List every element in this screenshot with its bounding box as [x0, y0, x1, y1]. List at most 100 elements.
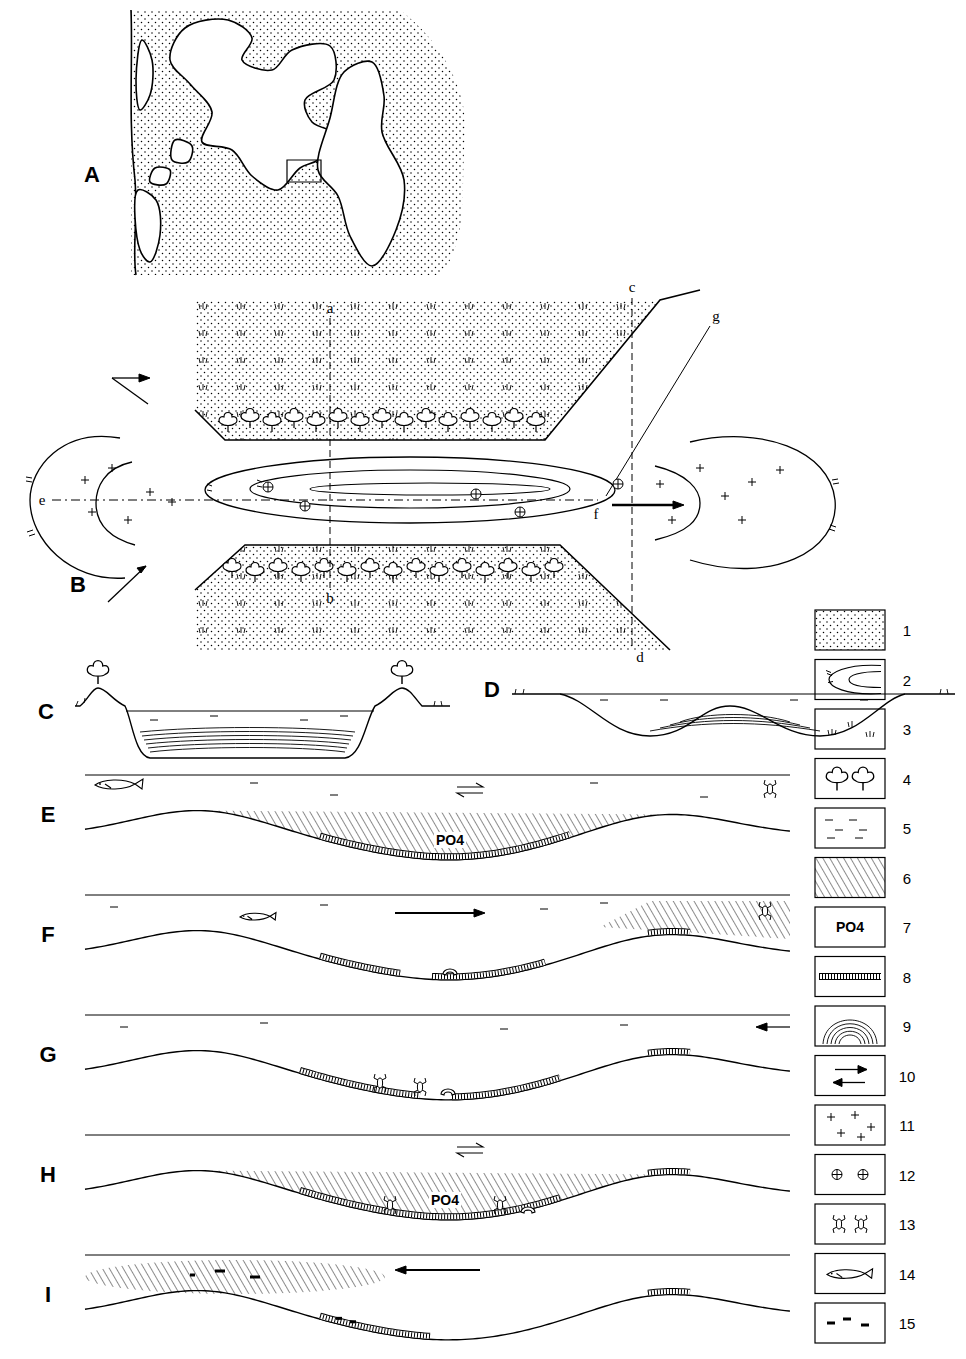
legend-number: 13 [899, 1217, 916, 1232]
stroke [150, 720, 158, 721]
stroke [112, 378, 148, 404]
amphibian-symbol [414, 1078, 426, 1096]
stroke [505, 409, 523, 422]
tree-symbol [373, 409, 391, 429]
legend-swatch [815, 1056, 885, 1096]
panel-letter: a [327, 301, 334, 316]
stroke [835, 1031, 865, 1044]
stroke [85, 1051, 790, 1100]
stroke [96, 462, 135, 545]
amphibian-symbol [855, 1215, 867, 1233]
tree-symbol [307, 413, 325, 433]
stroke [430, 563, 448, 576]
panel-letter: D [484, 679, 500, 701]
legend-number: 15 [899, 1316, 916, 1331]
stroke [330, 318, 331, 588]
stroke [75, 688, 450, 758]
legend-swatch [815, 907, 885, 947]
stroke [110, 907, 118, 908]
stroke [474, 909, 485, 917]
stroke [560, 694, 905, 695]
panel-letter: A [84, 164, 100, 186]
stroke [826, 767, 847, 783]
stroke [85, 931, 790, 980]
stroke [142, 732, 353, 737]
tree-symbol [417, 409, 435, 429]
section-panel [85, 1135, 790, 1220]
stroke [764, 1026, 790, 1027]
stroke [292, 563, 310, 576]
stroke [696, 464, 704, 472]
stroke [219, 413, 237, 426]
fish-symbol [240, 913, 276, 921]
circled-cross [300, 501, 310, 511]
stroke [310, 483, 550, 495]
stroke [195, 545, 670, 650]
stroke [655, 466, 700, 540]
stroke [776, 466, 784, 474]
stroke [858, 1170, 868, 1180]
panel-letter: g [712, 309, 720, 324]
stroke [146, 740, 349, 745]
stroke [452, 1078, 560, 1097]
stroke [613, 479, 623, 489]
stroke [673, 501, 684, 509]
fish-symbol [95, 779, 143, 789]
stroke [833, 1079, 842, 1087]
amphibian-symbol [764, 780, 776, 798]
stroke [851, 1111, 859, 1119]
stroke [457, 783, 483, 787]
amphibian-symbol [833, 1215, 845, 1233]
legend-number: 8 [903, 969, 911, 984]
stroke [849, 672, 881, 688]
tree-symbol [430, 563, 448, 583]
amphibian-symbol [384, 1196, 396, 1214]
stroke [391, 661, 412, 677]
tree-symbol [407, 559, 425, 579]
stroke [849, 820, 857, 821]
stroke [210, 716, 218, 717]
stroke [148, 744, 347, 749]
stroke [826, 671, 833, 683]
lake-map [131, 10, 466, 275]
stroke [512, 694, 955, 736]
stroke [190, 1274, 195, 1277]
stroke [764, 780, 776, 798]
stroke [207, 480, 262, 491]
stroke [522, 563, 540, 576]
stroke [852, 767, 873, 783]
stroke [823, 1020, 877, 1044]
stroke [88, 508, 96, 516]
stroke [515, 689, 948, 694]
stroke [861, 1324, 869, 1327]
chemical-label: PO4 [429, 1192, 461, 1208]
stroke [320, 1316, 430, 1336]
stroke [137, 566, 146, 573]
panel-letter: f [594, 507, 599, 522]
stroke [827, 838, 835, 839]
section-panel [85, 775, 790, 860]
channel-plan [26, 290, 839, 650]
stroke [300, 1190, 560, 1216]
stroke [500, 1029, 508, 1030]
stroke [95, 779, 143, 789]
stroke [648, 1171, 690, 1173]
stroke [108, 464, 116, 472]
stroke [590, 783, 598, 784]
panel-letter: C [38, 701, 54, 723]
stroke [457, 1153, 483, 1157]
stroke [246, 563, 264, 576]
legend-swatch [815, 957, 885, 997]
stroke [648, 931, 690, 933]
tree-symbol [826, 767, 847, 790]
stroke [135, 190, 161, 262]
stroke [855, 1215, 867, 1233]
stroke [759, 902, 771, 920]
legend-number: 7 [903, 920, 911, 935]
stroke [690, 437, 835, 569]
stroke [748, 478, 756, 486]
stroke [85, 775, 790, 776]
stroke [124, 516, 132, 524]
tree-symbol [338, 563, 356, 583]
stroke [300, 1070, 420, 1095]
